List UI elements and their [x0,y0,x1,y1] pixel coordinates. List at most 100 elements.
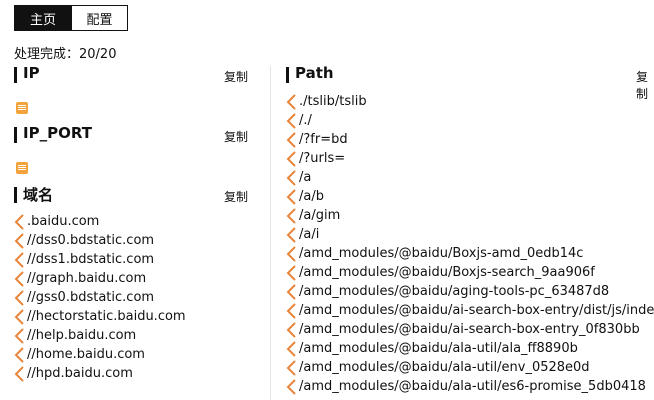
list-item[interactable]: /a [286,168,646,187]
list-item-text: /./ [299,113,312,128]
path-list: ./tslib/tslib /./ /?fr=bd /?urls= /a/a/b/a/g… [286,92,654,396]
list-item[interactable]: /amd_modules/@baidu/ai-search-box-entry_… [286,320,646,339]
list-item-text: //dss0.bdstatic.com [27,233,155,248]
tab-home[interactable]: 主页 [14,5,72,31]
list-item[interactable]: /amd_modules/@baidu/Boxjs-amd_0edb14c [286,244,646,263]
list-item-text: ./tslib/tslib [299,94,367,109]
chevron-left-icon [286,378,296,395]
section-marker [286,67,289,83]
chevron-left-icon [14,346,24,363]
section-marker [14,67,17,83]
list-item[interactable]: //help.baidu.com [14,326,248,345]
section-marker [14,127,17,143]
chevron-left-icon [14,289,24,306]
path-section-header: Path 复制 [286,64,648,101]
chevron-left-icon [14,365,24,382]
ip-section-title: IP [23,64,40,82]
list-item[interactable]: /a/gim [286,206,646,225]
ip-section-header: IP 复制 [14,64,248,86]
domain-copy-button[interactable]: 复制 [223,190,248,204]
chevron-left-icon [14,232,24,249]
list-item-text: /amd_modules/@baidu/ala-util/es6-promise… [299,379,646,394]
list-item[interactable]: //hectorstatic.baidu.com [14,307,248,326]
list-item[interactable]: //home.baidu.com [14,345,248,364]
list-item-text: //hectorstatic.baidu.com [27,309,186,324]
section-marker [14,187,17,203]
list-item-text: /amd_modules/@baidu/Boxjs-search_9aa906f [299,265,595,280]
chevron-left-icon [14,251,24,268]
right-column: Path 复制 ./tslib/tslib /./ /?fr=bd /?urls= /a… [286,64,654,396]
list-item[interactable]: //hpd.baidu.com [14,364,248,383]
list-item-text: /amd_modules/@baidu/aging-tools-pc_63487… [299,284,610,299]
list-item-text: /?urls= [299,151,346,166]
list-item[interactable]: //dss1.bdstatic.com [14,250,248,269]
list-item[interactable]: /amd_modules/@baidu/ala-util/es6-promise… [286,377,646,396]
tab-config[interactable]: 配置 [72,5,128,31]
chevron-left-icon [286,131,296,148]
chevron-left-icon [286,188,296,205]
chevron-left-icon [286,93,296,110]
list-item[interactable]: //graph.baidu.com [14,269,248,288]
chevron-left-icon [14,270,24,287]
list-item[interactable]: //gss0.bdstatic.com [14,288,248,307]
chevron-left-icon [286,321,296,338]
chevron-left-icon [286,340,296,357]
chevron-left-icon [286,359,296,376]
list-item[interactable]: /a/i [286,225,646,244]
list-item[interactable]: /amd_modules/@baidu/ala-util/ala_ff8890b [286,339,646,358]
ip-port-section-title: IP_PORT [23,124,92,142]
list-item-text: /a/gim [299,208,341,223]
column-divider [270,66,271,400]
chevron-left-icon [286,150,296,167]
domain-list: .baidu.com //dss0.bdstatic.com //dss1.bdst… [14,212,248,383]
list-item-text: /a [299,170,312,185]
status-text: 处理完成：20/20 [14,47,117,62]
list-item-text: /amd_modules/@baidu/ai-search-box-entry/… [299,303,654,318]
list-item-text: .baidu.com [27,214,100,229]
list-item-text: //dss1.bdstatic.com [27,252,155,267]
list-item[interactable]: /amd_modules/@baidu/aging-tools-pc_63487… [286,282,646,301]
list-item[interactable]: /a/b [286,187,646,206]
chevron-left-icon [286,302,296,319]
list-item-text: /amd_modules/@baidu/ala-util/env_0528e0d [299,360,590,375]
empty-list-icon [16,162,28,174]
list-item[interactable]: /amd_modules/@baidu/ai-search-box-entry/… [286,301,654,320]
chevron-left-icon [286,245,296,262]
ip-copy-button[interactable]: 复制 [223,70,248,84]
domain-section-header: 域名 复制 [14,184,248,206]
chevron-left-icon [286,169,296,186]
list-item[interactable]: .baidu.com [14,212,248,231]
chevron-left-icon [286,207,296,224]
list-item[interactable]: ./tslib/tslib [286,92,646,111]
list-item-text: /amd_modules/@baidu/ala-util/ala_ff8890b [299,341,578,356]
list-item-text: /amd_modules/@baidu/ai-search-box-entry_… [299,322,640,337]
list-item[interactable]: /./ [286,111,646,130]
ip-port-section-header: IP_PORT 复制 [14,124,248,146]
chevron-left-icon [14,213,24,230]
list-item[interactable]: /amd_modules/@baidu/ala-util/env_0528e0d [286,358,646,377]
list-item-text: /a/b [299,189,324,204]
list-item[interactable]: /?fr=bd [286,130,646,149]
empty-list-icon [16,102,28,114]
tab-bar: 主页 配置 [14,5,128,31]
chevron-left-icon [286,112,296,129]
chevron-left-icon [14,327,24,344]
path-section-title: Path [295,64,334,82]
list-item-text: /?fr=bd [299,132,348,147]
path-copy-button[interactable]: 复制 [636,70,649,101]
list-item[interactable]: /amd_modules/@baidu/Boxjs-search_9aa906f [286,263,646,282]
left-column: IP 复制 IP_PORT 复制 域名 复制 .baidu.com //dss0.… [14,64,248,383]
chevron-left-icon [14,308,24,325]
ip-port-copy-button[interactable]: 复制 [223,130,248,144]
list-item[interactable]: /?urls= [286,149,646,168]
list-item-text: //gss0.bdstatic.com [27,290,155,305]
list-item-text: //help.baidu.com [27,328,137,343]
chevron-left-icon [286,283,296,300]
list-item[interactable]: //dss0.bdstatic.com [14,231,248,250]
list-item-text: /amd_modules/@baidu/Boxjs-amd_0edb14c [299,246,584,261]
list-item-text: //home.baidu.com [27,347,145,362]
list-item-text: //hpd.baidu.com [27,366,133,381]
chevron-left-icon [286,264,296,281]
list-item-text: //graph.baidu.com [27,271,147,286]
domain-section-title: 域名 [23,186,54,204]
